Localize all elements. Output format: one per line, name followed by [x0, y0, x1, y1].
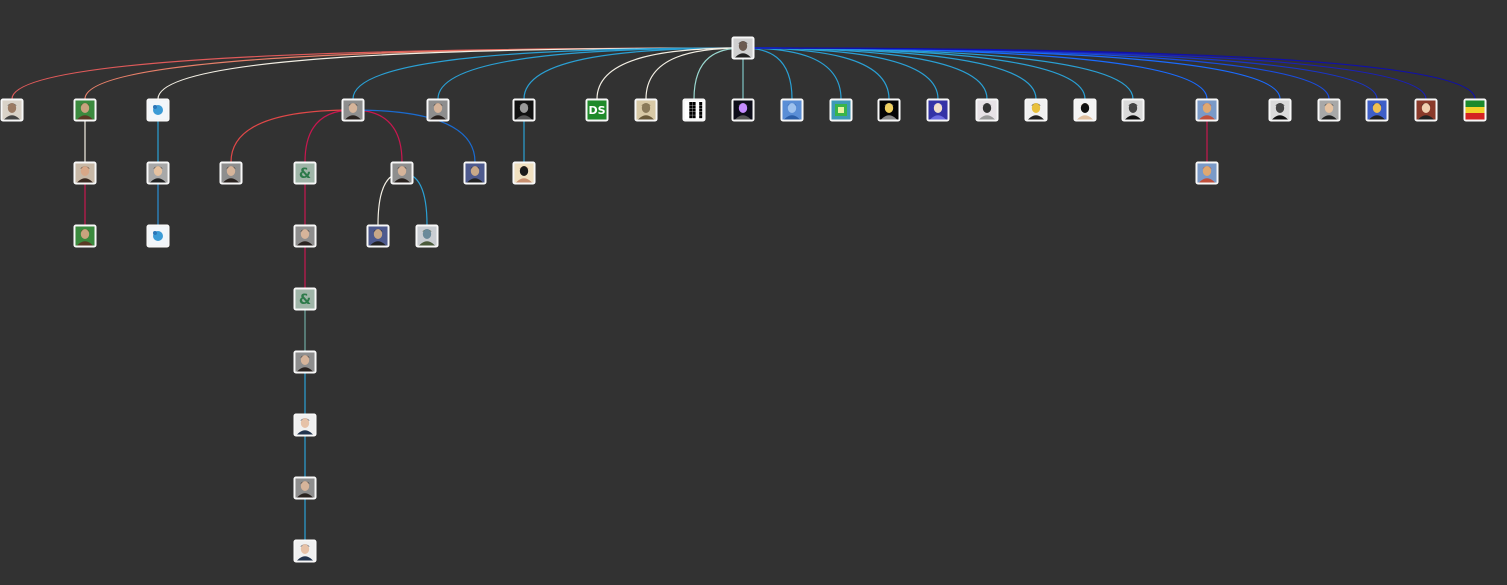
person-sunglasses-avatar[interactable]	[146, 161, 170, 185]
person-colorful-avatar[interactable]	[1195, 161, 1219, 185]
ds-logo-avatar[interactable]: DS	[585, 98, 609, 122]
person-suit-avatar[interactable]	[293, 539, 317, 563]
tree-link	[230, 109, 354, 163]
person-glasses-avatar[interactable]	[731, 36, 755, 60]
blue-splash-avatar[interactable]	[146, 224, 170, 248]
purple-cartoon-avatar[interactable]	[926, 98, 950, 122]
person-red-avatar[interactable]	[1414, 98, 1438, 122]
curly-hair-avatar[interactable]	[1073, 98, 1097, 122]
tree-link	[523, 47, 744, 100]
person-dark-hair-avatar[interactable]	[390, 161, 414, 185]
person-mono-avatar[interactable]	[1121, 98, 1145, 122]
night-lights-avatar[interactable]	[877, 98, 901, 122]
tree-link	[596, 47, 744, 100]
person-dark-hair-avatar[interactable]	[341, 98, 365, 122]
person-portrait-avatar[interactable]	[512, 161, 536, 185]
tree-link	[645, 47, 744, 100]
person-sunglasses-avatar[interactable]	[1317, 98, 1341, 122]
green-grid-avatar[interactable]	[829, 98, 853, 122]
tree-link	[742, 47, 1476, 100]
person-outdoor-avatar[interactable]	[73, 224, 97, 248]
person-outdoor-avatar[interactable]	[73, 98, 97, 122]
landscape-avatar[interactable]	[415, 224, 439, 248]
green-ampersand-avatar[interactable]: &	[293, 161, 317, 185]
blue-landscape-avatar[interactable]	[780, 98, 804, 122]
blue-splash-avatar[interactable]	[146, 98, 170, 122]
tree-links	[11, 47, 1476, 540]
rasta-avatar[interactable]	[1463, 98, 1487, 122]
person-suit-avatar[interactable]	[293, 413, 317, 437]
person-mono-avatar[interactable]	[1268, 98, 1292, 122]
two-people-avatar[interactable]	[73, 161, 97, 185]
ds-logo-label: DS	[588, 104, 605, 117]
person-dark-hair-avatar[interactable]	[219, 161, 243, 185]
green-ampersand-avatar[interactable]: &	[293, 287, 317, 311]
people-group-avatar[interactable]	[975, 98, 999, 122]
tree-link	[742, 47, 1134, 100]
person-dark-hair-avatar[interactable]	[293, 350, 317, 374]
sketch-avatar[interactable]	[634, 98, 658, 122]
person-colorful-avatar[interactable]	[1195, 98, 1219, 122]
tree-link	[157, 47, 744, 100]
tree-avatars: DS & &	[0, 36, 1487, 563]
tree-link	[352, 109, 476, 163]
person-blue-avatar[interactable]	[366, 224, 390, 248]
guitar-photo-avatar[interactable]	[512, 98, 536, 122]
tree-link	[437, 47, 744, 100]
person-dark-hair-avatar[interactable]	[293, 476, 317, 500]
svg-text:&: &	[299, 166, 311, 182]
person-dark-hair-avatar[interactable]	[426, 98, 450, 122]
person-dark-hair-avatar[interactable]	[293, 224, 317, 248]
qr-code-avatar[interactable]	[682, 98, 706, 122]
svg-text:&: &	[299, 292, 311, 308]
cartoon-face-avatar[interactable]	[1365, 98, 1389, 122]
person-beard-avatar[interactable]	[0, 98, 24, 122]
person-blue-avatar[interactable]	[463, 161, 487, 185]
person-yellow-avatar[interactable]	[1024, 98, 1048, 122]
night-sky-avatar[interactable]	[731, 98, 755, 122]
tree-link	[84, 47, 744, 100]
